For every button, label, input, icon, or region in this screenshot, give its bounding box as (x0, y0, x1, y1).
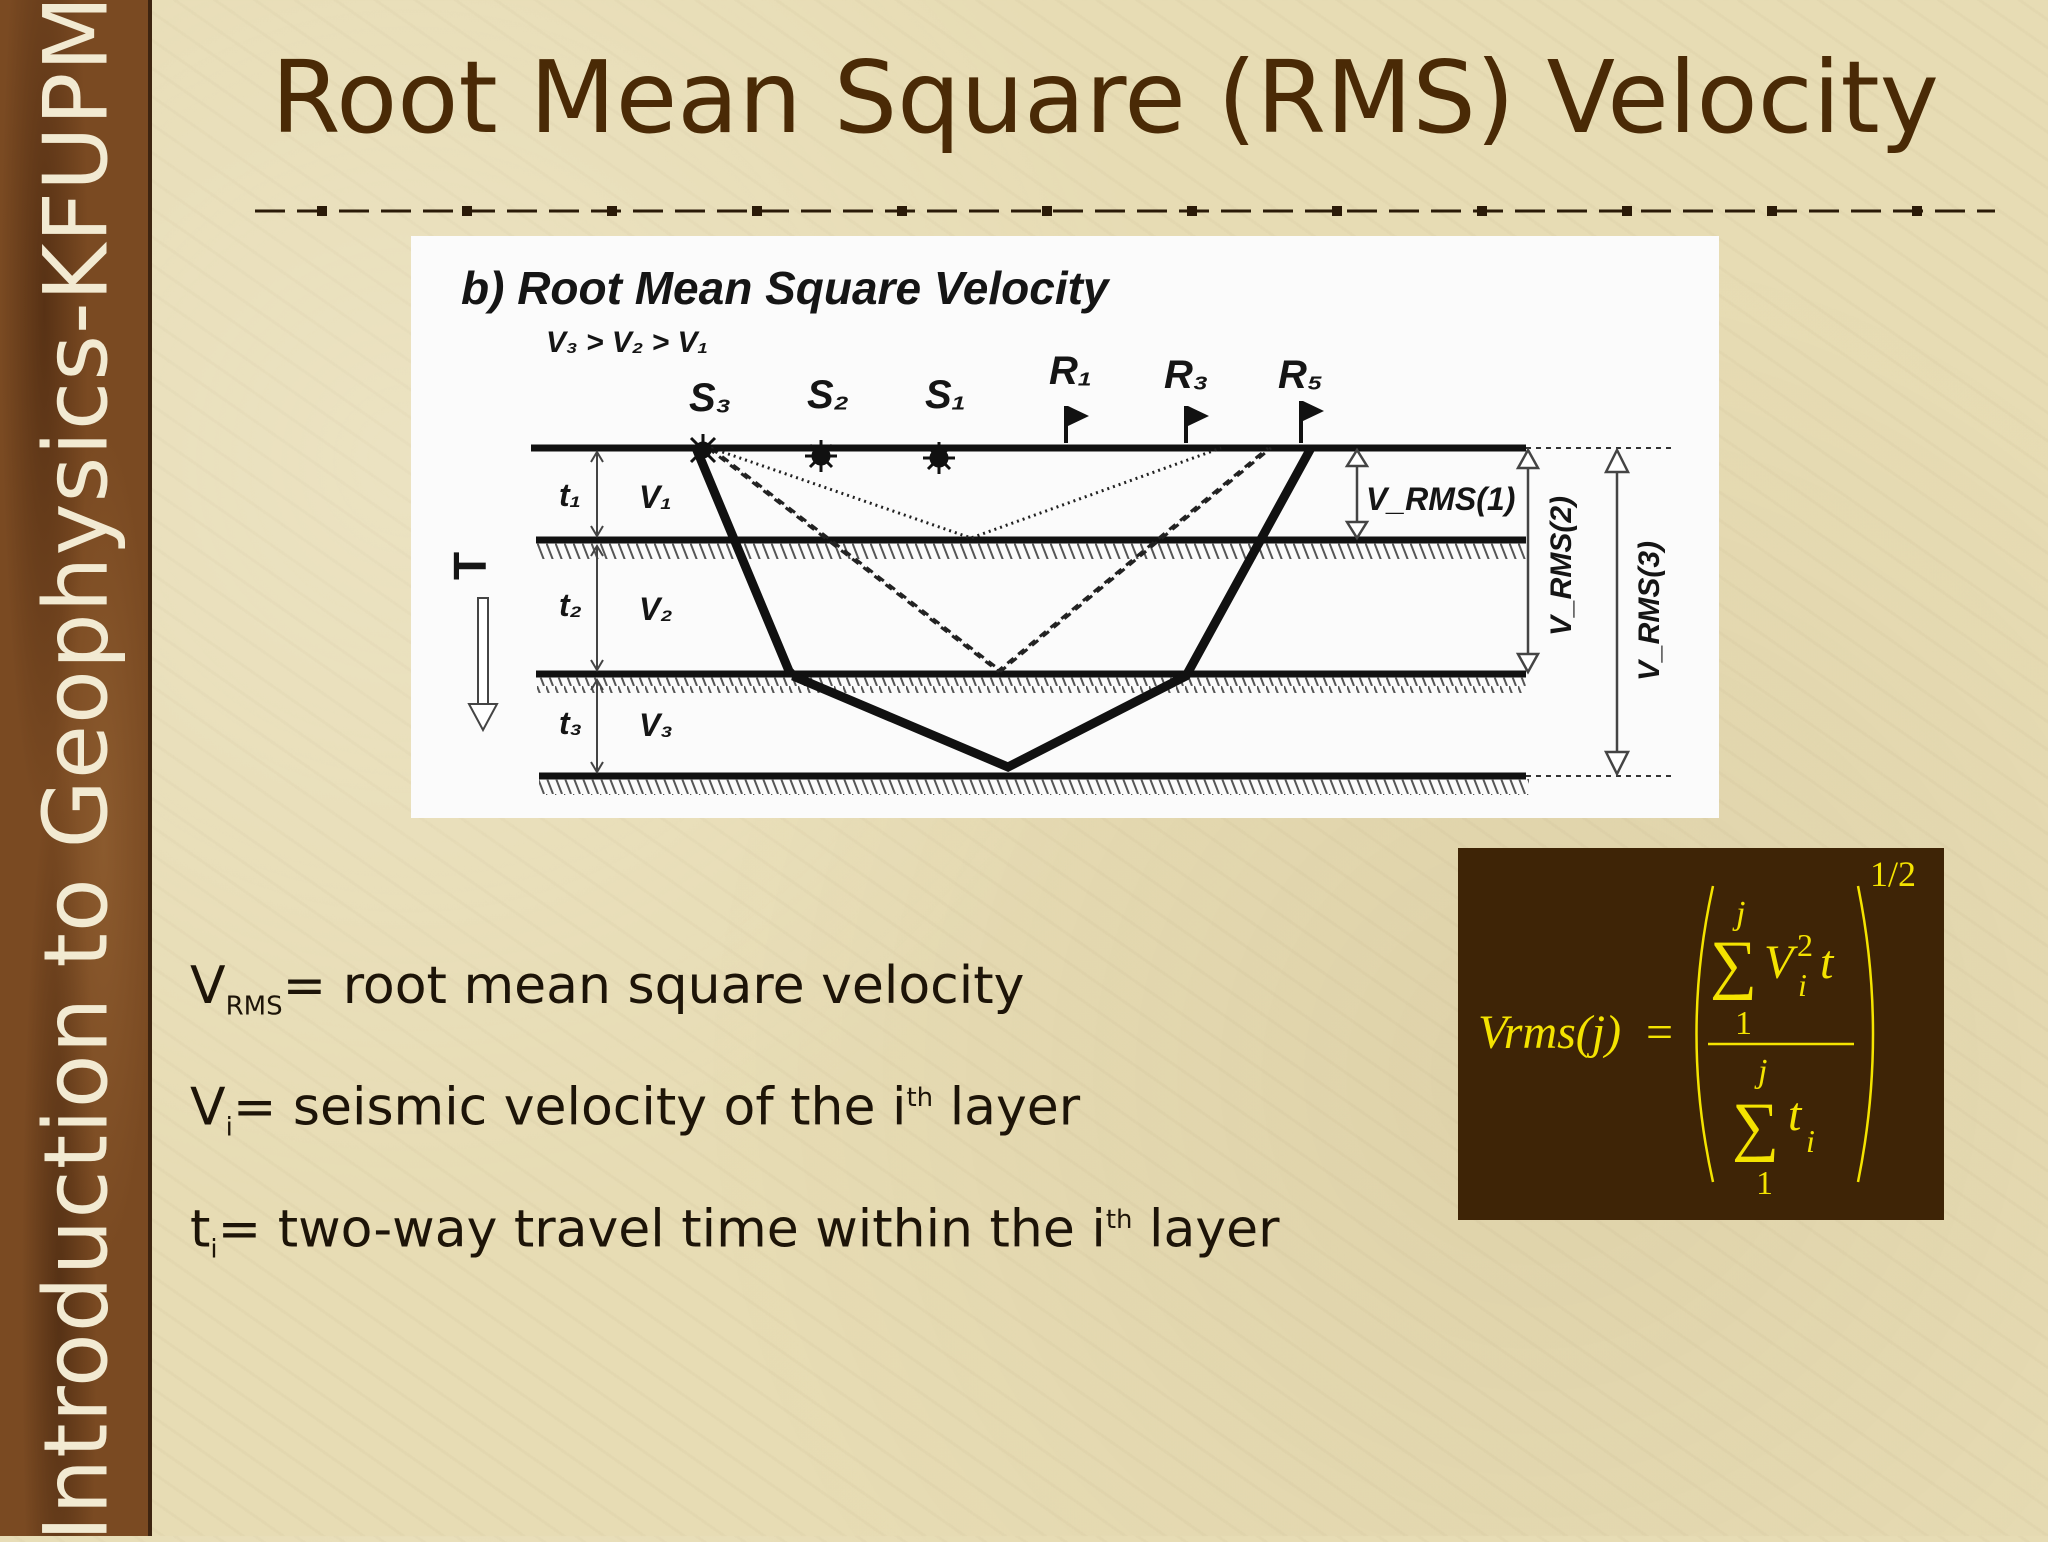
velocity-order-label: V₃ > V₂ > V₁ (546, 326, 708, 359)
receiver-r3-icon (1184, 406, 1209, 443)
sidebar-banner: Introduction to Geophysics-KFUPM (0, 0, 152, 1542)
vrms-brackets (1344, 447, 1631, 777)
layer3-velocity-label: V₃ (639, 707, 673, 743)
ti-subscript: i (210, 1234, 218, 1265)
time-axis-label: T (444, 552, 496, 580)
divider-dot (1477, 206, 1487, 216)
layer2-velocity-label: V₂ (639, 591, 673, 627)
divider-dot (462, 206, 472, 216)
vi-definition-text: = seismic velocity of the i (232, 1077, 907, 1138)
divider-dot (752, 206, 762, 216)
source-s3-icon (687, 434, 719, 464)
receiver-r5-icon (1299, 401, 1324, 443)
slide-title: Root Mean Square (RMS) Velocity (271, 39, 1939, 156)
source-s2-icon (805, 440, 837, 472)
vi-subscript: i (225, 1113, 233, 1144)
horizons (531, 444, 1671, 795)
left-paren (1695, 885, 1715, 1183)
source-s1-label: S₁ (925, 373, 966, 417)
den-sum-symbol: ∑ (1732, 1090, 1779, 1163)
source-s2-label: S₂ (807, 373, 849, 417)
num-term: V (1764, 936, 1798, 989)
time-down-arrow-icon (467, 597, 499, 733)
layer1-velocity-label: V₁ (639, 479, 672, 515)
layer1-time-label: t₁ (559, 477, 581, 513)
num-sum-symbol: ∑ (1710, 928, 1757, 1001)
layer2-time-label: t₂ (559, 587, 582, 623)
vrms-symbol: V (190, 956, 226, 1016)
receiver-r1-label: R₁ (1049, 349, 1092, 393)
right-paren (1856, 885, 1875, 1183)
ti-definition-tail: layer (1132, 1199, 1280, 1260)
layer3-time-label: t₃ (559, 705, 582, 741)
ti-symbol: t (190, 1199, 211, 1260)
ray-paths (691, 445, 1315, 772)
vi-symbol: V (190, 1077, 226, 1138)
den-term: t (1788, 1088, 1803, 1141)
source-s1-icon (923, 442, 955, 474)
vi-superscript: th (906, 1083, 934, 1114)
definition-ti: ti= two-way travel time within the ith l… (190, 1174, 1280, 1296)
den-sum-lower: 1 (1756, 1165, 1773, 1202)
num-subscript: i (1798, 967, 1807, 1003)
source-s3-label: S₃ (689, 376, 731, 420)
formula-lhs: Vrms(j) (1478, 1006, 1621, 1059)
vrms3-label: V_RMS(3) (1633, 541, 1666, 681)
divider-dot (897, 206, 907, 216)
rms-formula-box: Vrms(j) = j ∑ 1 V 2 i t j ∑ 1 t i 1/2 (1458, 848, 1944, 1220)
receiver-r3-label: R₃ (1164, 353, 1208, 397)
divider-dot (1332, 206, 1342, 216)
vrms2-label: V_RMS(2) (1545, 496, 1578, 636)
ti-superscript: th (1105, 1205, 1133, 1236)
receiver-r1-icon (1064, 406, 1089, 443)
vi-definition-tail: layer (933, 1077, 1081, 1138)
divider-dot (317, 206, 327, 216)
definitions: VRMS= root mean square velocity Vi= seis… (190, 940, 1280, 1296)
ray-layer1-reflection (710, 446, 1222, 540)
num-superscript: 2 (1797, 927, 1813, 963)
divider-dot (1187, 206, 1197, 216)
rms-velocity-diagram: b) Root Mean Square Velocity V₃ > V₂ > V… (444, 262, 1671, 795)
divider-dot (1622, 206, 1632, 216)
den-subscript: i (1806, 1123, 1815, 1159)
formula-equals: = (1646, 1006, 1673, 1059)
definition-vi: Vi= seismic velocity of the ith layer (190, 1052, 1280, 1174)
num-sum-lower: 1 (1735, 1005, 1752, 1042)
divider-dot (607, 206, 617, 216)
ray-layer3-reflection (691, 445, 1315, 772)
rms-formula: Vrms(j) = j ∑ 1 V 2 i t j ∑ 1 t i 1/2 (1478, 854, 1916, 1202)
title-divider (255, 206, 1995, 216)
divider-dot (1767, 206, 1777, 216)
layer-time-brackets (590, 450, 604, 774)
num-t: t (1820, 936, 1835, 989)
formula-exponent: 1/2 (1870, 854, 1916, 894)
definition-vrms: VRMS= root mean square velocity (190, 940, 1280, 1052)
receiver-r5-label: R₅ (1278, 353, 1323, 397)
sidebar-course-title: Introduction to Geophysics-KFUPM (24, 0, 128, 1542)
rms-figure-panel: b) Root Mean Square Velocity V₃ > V₂ > V… (411, 236, 1719, 818)
vrms1-label: V_RMS(1) (1366, 481, 1515, 517)
ray-layer2-reflection (710, 446, 1272, 673)
divider-dot (1042, 206, 1052, 216)
num-sum-upper: j (1732, 895, 1745, 932)
vrms-subscript: RMS (225, 991, 283, 1022)
den-sum-upper: j (1754, 1053, 1767, 1090)
divider-dot (1912, 206, 1922, 216)
vrms-definition-text: = root mean square velocity (282, 956, 1025, 1016)
ti-definition-text: = two-way travel time within the i (217, 1199, 1106, 1260)
figure-heading: b) Root Mean Square Velocity (461, 262, 1111, 314)
